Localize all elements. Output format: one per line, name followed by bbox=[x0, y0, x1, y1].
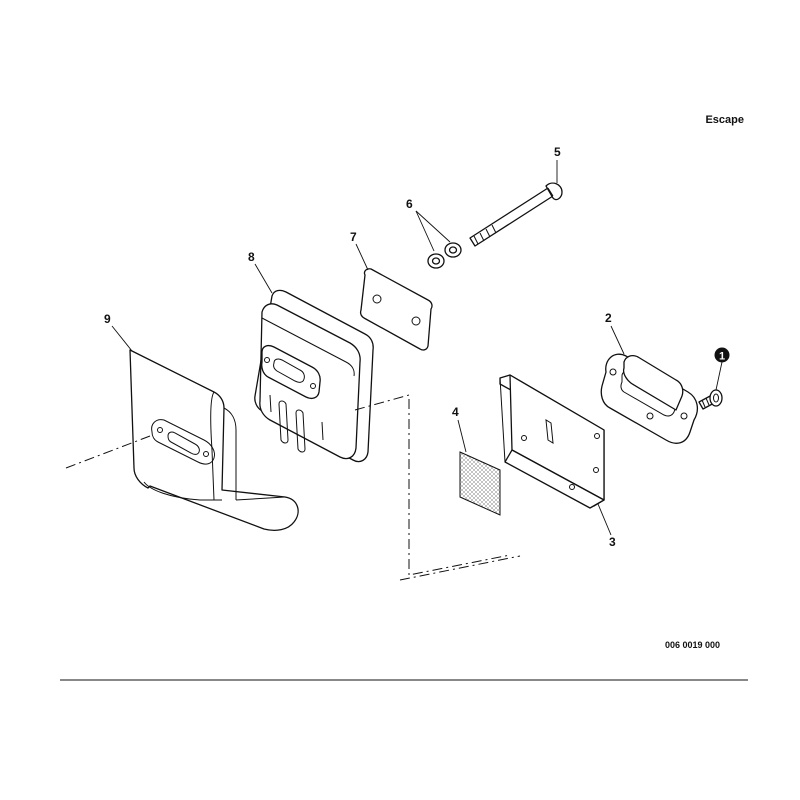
part-8-muffler[interactable] bbox=[254, 289, 374, 463]
part-6-washer-a[interactable] bbox=[427, 253, 445, 269]
callout-5: 5 bbox=[554, 145, 561, 159]
part-6-washer-b[interactable] bbox=[444, 242, 462, 258]
part-9-heat-shield[interactable] bbox=[129, 349, 299, 531]
callout-8: 8 bbox=[248, 250, 255, 264]
callout-1-badge bbox=[714, 347, 730, 363]
callout-labels: 5 6 7 8 9 2 4 3 1 bbox=[104, 145, 730, 549]
part-4-spark-screen[interactable] bbox=[459, 451, 501, 516]
assembly-lines bbox=[65, 394, 521, 581]
callout-7: 7 bbox=[350, 230, 357, 244]
part-1-screw[interactable] bbox=[698, 389, 723, 410]
callout-3: 3 bbox=[609, 535, 616, 549]
callout-4: 4 bbox=[452, 405, 459, 419]
callout-2: 2 bbox=[605, 311, 612, 325]
leader-lines bbox=[111, 160, 723, 536]
header-label: Escape bbox=[705, 114, 744, 126]
diagram-code: 006 0019 000 bbox=[664, 640, 720, 650]
part-2-gasket[interactable] bbox=[600, 353, 699, 444]
callout-1: 1 bbox=[719, 351, 725, 363]
callout-6: 6 bbox=[406, 197, 413, 211]
callout-9: 9 bbox=[104, 312, 111, 326]
part-5-bolt[interactable] bbox=[469, 182, 563, 247]
part-7-cover-plate[interactable] bbox=[359, 268, 433, 351]
part-3-bracket[interactable] bbox=[499, 374, 605, 509]
